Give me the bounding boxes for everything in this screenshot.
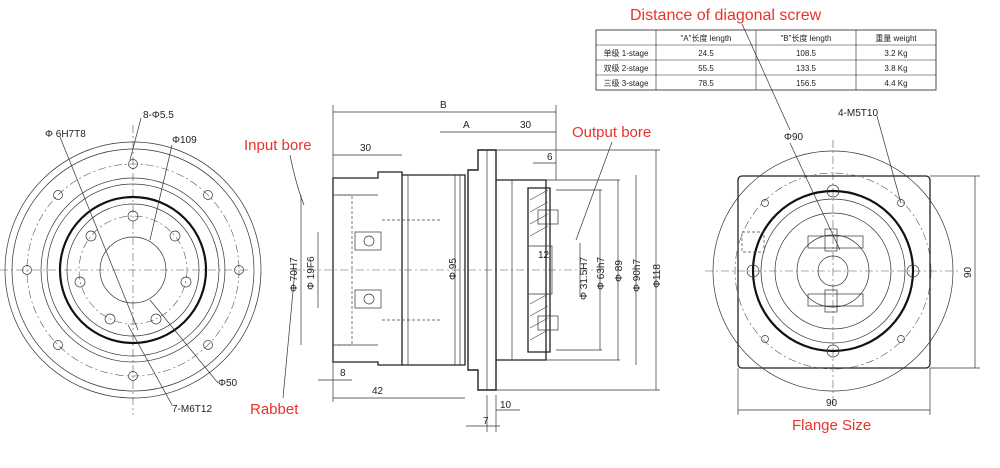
outer-bolt-holes [22,159,244,381]
callout-input-bore: Input bore [244,137,312,154]
dim-B: B [440,100,447,111]
table-row2-b: 133.5 [796,64,817,73]
callout-leaders [282,23,791,399]
label-d-6h7t8: Φ 6H7T8 [45,129,86,140]
dim-d89: Φ 89 [614,260,625,282]
dim-30-left: 30 [360,143,372,154]
table-header-a: "A"长度 length [680,33,731,43]
dim-42: 42 [372,386,384,397]
dim-A: A [463,120,470,131]
dim-d31-5h7: Φ 31.5H7 [579,257,590,300]
dim-d95: Φ 95 [448,258,459,280]
table-row3-b: 156.5 [796,79,817,88]
section-hatching [529,189,549,341]
callout-flange-size: Flange Size [792,417,871,434]
callout-diagonal-screw: Distance of diagonal screw [630,7,822,24]
table-row3-a: 78.5 [698,79,714,88]
corner-bolt-holes [761,199,905,343]
table-row2-a: 55.5 [698,64,714,73]
dim-d63h7: Φ 63h7 [596,257,607,290]
label-4-m5t10: 4-M5T10 [838,108,878,119]
dim-width-90: 90 [826,398,838,409]
table-row2-weight: 3.8 Kg [884,64,907,73]
table-row1-label: 单级 1-stage [604,48,649,58]
inner-tapped-holes [74,210,192,325]
table-row2-label: 双级 2-stage [604,63,649,73]
table-header-weight: 重量 weight [875,33,917,43]
table-row3-label: 三级 3-stage [604,78,649,88]
table-row1-b: 108.5 [796,49,817,58]
dim-8: 8 [340,368,346,379]
side-section-view: B A 30 30 6 12 Φ 70H7 Φ 19F6 Φ 95 Φ 31.5… [289,100,663,432]
dim-12: 12 [538,250,550,261]
label-d90: Φ90 [784,132,804,143]
label-8-d5-5: 8-Φ5.5 [143,110,174,121]
callout-output-bore: Output bore [572,124,651,141]
dimension-table: "A"长度 length "B"长度 length 重量 weight 单级 1… [595,29,937,91]
label-7-m6t12: 7-M6T12 [172,404,212,415]
table-row1-a: 24.5 [698,49,714,58]
dim-d118: Φ118 [652,264,663,288]
dim-30-right: 30 [520,120,532,131]
dim-height-90: 90 [963,266,974,278]
dim-10: 10 [500,400,512,411]
label-d109: Φ109 [172,135,197,146]
output-flange-view: Φ90 4-M5T10 90 90 [705,108,980,415]
table-row3-weight: 4.4 Kg [884,79,907,88]
dim-6: 6 [547,152,553,163]
dim-d70h7: Φ 70H7 [289,257,300,292]
table-row1-weight: 3.2 Kg [884,49,907,58]
dim-d19f6: Φ 19F6 [306,256,317,290]
callout-rabbet: Rabbet [250,401,299,418]
input-end-view: Φ 6H7T8 8-Φ5.5 Φ109 Φ50 7-M6T12 [0,110,262,415]
dim-7: 7 [483,416,489,427]
output-threaded-holes [746,184,920,358]
table-header-b: "B"长度 length [780,33,831,43]
label-d50: Φ50 [218,378,238,389]
dim-d90h7: Φ 90h7 [632,259,643,292]
